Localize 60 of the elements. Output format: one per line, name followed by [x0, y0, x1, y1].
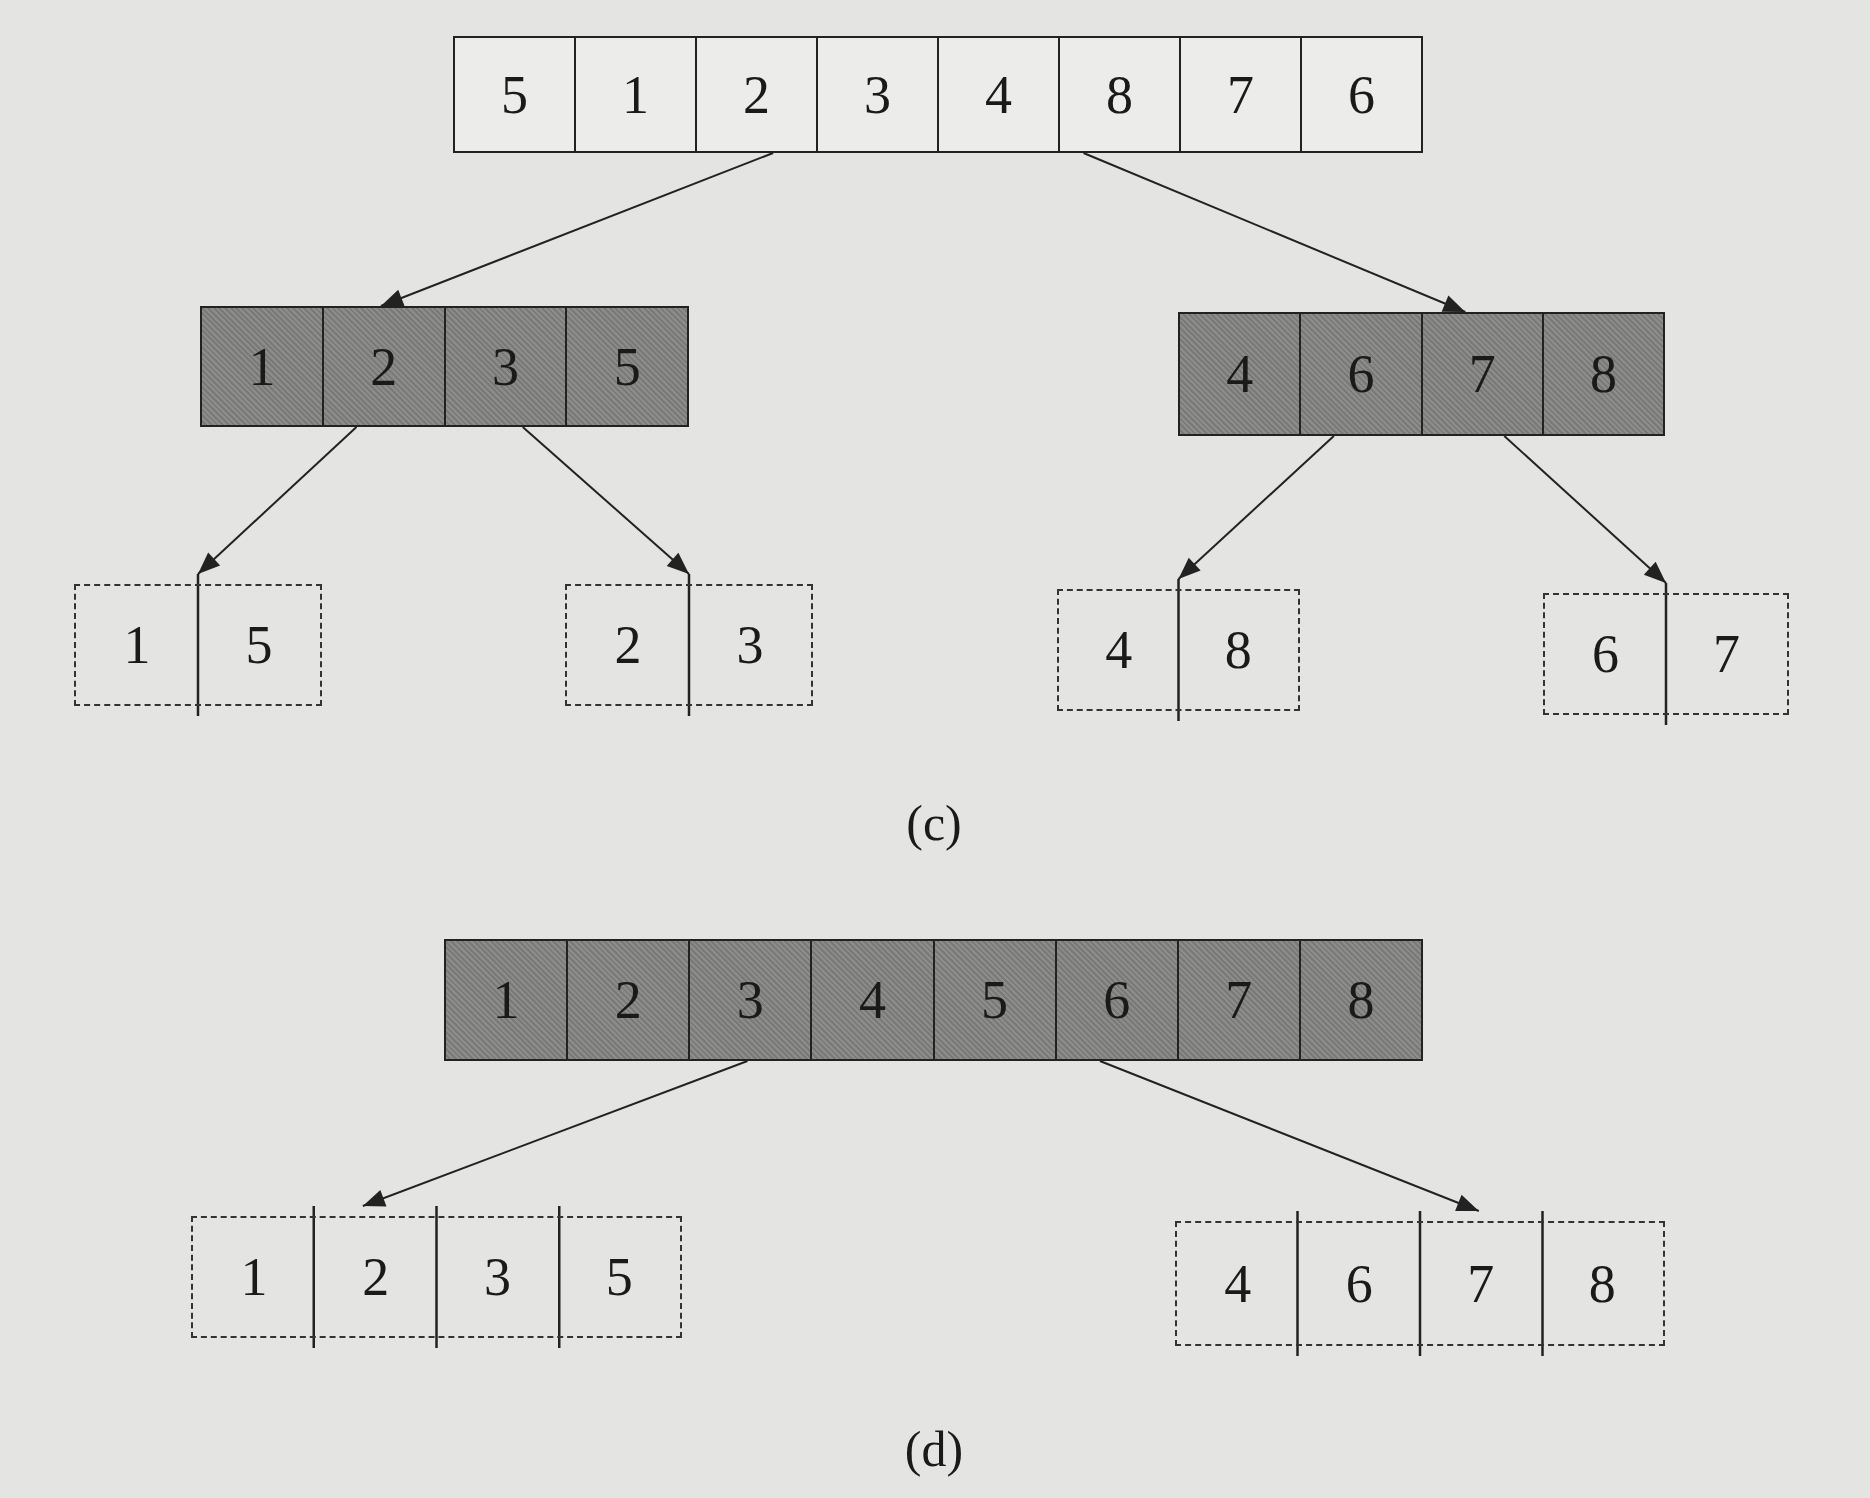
array-cell: 6 [1299, 314, 1421, 434]
arrow [1082, 152, 1467, 313]
arrow [379, 152, 775, 307]
array-cell-text: 8 [1587, 1252, 1617, 1316]
array-cell-text: 5 [604, 1246, 634, 1309]
dashed-array [1543, 593, 1789, 715]
dashed-array [1057, 589, 1300, 711]
array-cell: 6 [1300, 38, 1421, 151]
array-cell: 3 [816, 38, 937, 151]
dashed-array [1175, 1221, 1665, 1346]
arrow [1098, 1060, 1480, 1212]
array-cell-text: 8 [1223, 619, 1253, 682]
array-cell: 4 [937, 38, 1058, 151]
array-cell: 2 [566, 941, 689, 1059]
dashed-array [565, 584, 813, 706]
array-cell-text: 7 [1466, 1252, 1496, 1316]
array-cell: 8 [1058, 38, 1179, 151]
array-cell-text: 5 [500, 63, 529, 127]
array-cell-text: 1 [239, 1246, 269, 1309]
array-cell: 2 [321, 308, 444, 425]
array-cell: 1 [574, 38, 695, 151]
array-cell: 5 [932, 941, 1055, 1059]
array-cell-text: 1 [122, 614, 152, 677]
array-cell-text: 6 [1344, 1252, 1374, 1316]
array-cell: 3 [443, 308, 566, 425]
arrow [1503, 435, 1667, 584]
figure-label: (c) [906, 794, 962, 852]
array-cell: 4 [810, 941, 933, 1059]
array-cell: 5 [565, 308, 687, 425]
array-cell-text: 3 [482, 1246, 512, 1309]
array-cell: 8 [1298, 941, 1421, 1059]
sorted-array [1178, 312, 1665, 436]
dashed-array [74, 584, 322, 706]
array-cell: 7 [1176, 941, 1299, 1059]
array [453, 36, 1423, 153]
array-cell: 6 [1054, 941, 1177, 1059]
array-cell-text: 6 [1591, 623, 1620, 686]
dashed-array [191, 1216, 682, 1338]
arrow [521, 426, 690, 575]
sorted-array [444, 939, 1423, 1061]
array-cell-text: 4 [1225, 343, 1255, 406]
arrow [1177, 435, 1335, 580]
sorted-array [200, 306, 689, 427]
array-cell: 7 [1420, 314, 1542, 434]
array-cell-text: 1 [247, 335, 277, 399]
array-cell-text: 7 [1712, 623, 1741, 686]
array-cell-text: 2 [361, 1246, 391, 1309]
array-cell: 8 [1541, 314, 1663, 434]
array-cell: 2 [695, 38, 816, 151]
figure-label: (d) [904, 1420, 964, 1478]
array-cell: 3 [688, 941, 811, 1059]
array-cell-text: 4 [1104, 619, 1134, 682]
array-cell: 7 [1179, 38, 1300, 151]
array-cell-text: 2 [613, 614, 643, 677]
arrow [361, 1060, 749, 1207]
array-cell-text: 4 [1223, 1252, 1253, 1316]
arrow [197, 426, 358, 575]
array-cell-text: 3 [735, 614, 765, 677]
array-cell-text: 5 [244, 614, 274, 677]
array-cell-text: 1 [491, 969, 521, 1032]
